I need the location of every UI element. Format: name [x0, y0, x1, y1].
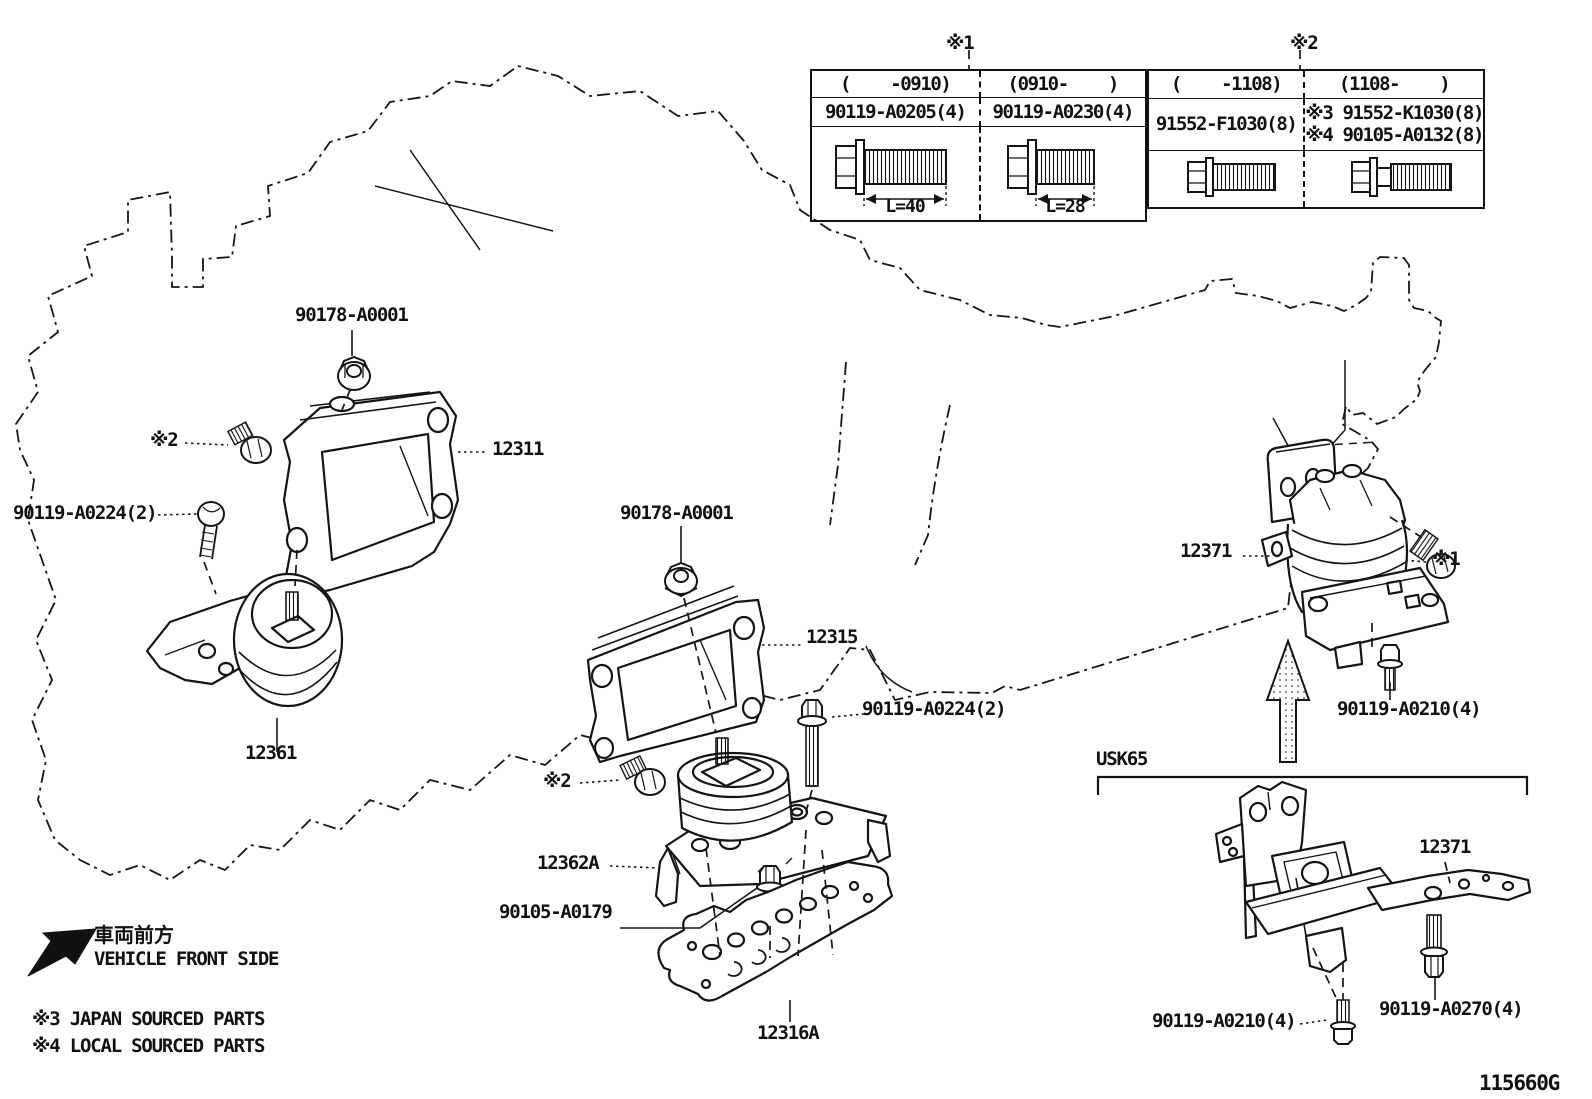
- note-japan-sourced: ※3 JAPAN SOURCED PARTS: [32, 1008, 265, 1030]
- part-label-90119-a0270-usk: 90119-A0270(4): [1379, 998, 1524, 1020]
- table1-part-col1: 90119-A0230(4): [978, 98, 1145, 127]
- table1-period-col0: ( -0910): [812, 71, 979, 98]
- plate-12316A-drawing: [657, 860, 894, 1002]
- insulator-12361-drawing: [145, 572, 344, 708]
- part-label-12371-rh: 12371: [1180, 540, 1232, 562]
- table1-period-col1: (0910- ): [978, 71, 1145, 98]
- part-label-12315: 12315: [806, 626, 858, 648]
- bolt-a0270-usk-drawing: [1420, 914, 1448, 978]
- screw-a0224-front-drawing: [197, 501, 225, 560]
- points-up-arrow-icon: [1265, 638, 1311, 763]
- part-label-12371-usk: 12371: [1419, 836, 1471, 858]
- part-label-12316A: 12316A: [757, 1022, 820, 1044]
- table1-ref-mark: ※1: [946, 32, 975, 54]
- table2-period-col1: (1108- ): [1303, 71, 1483, 99]
- table1-part-col0: 90119-A0205(4): [812, 98, 979, 127]
- usk65-bracket-line: [1096, 775, 1529, 795]
- part-label-90105-a0179: 90105-A0179: [499, 901, 613, 923]
- part-label-90178-front: 90178-A0001: [295, 304, 409, 326]
- variant-label-usk65: USK65: [1096, 748, 1148, 770]
- part-label-12311: 12311: [492, 438, 544, 460]
- vehicle-front-label-jp: 車両前方: [94, 923, 174, 947]
- note-local-sourced: ※4 LOCAL SOURCED PARTS: [32, 1035, 265, 1057]
- table2-part-col0: 91552-F1030(8): [1149, 99, 1304, 151]
- bolt-ref1-drawing: [1409, 528, 1456, 579]
- bolt-a0224-rear-drawing: [797, 699, 827, 787]
- table1-bolt-L28: [1007, 139, 1095, 195]
- mount-12371-usk65-drawing: [1214, 780, 1532, 974]
- diagram-code: 115660G: [1479, 1071, 1560, 1095]
- engine-outline: [15, 65, 1442, 882]
- bolt-a0210-usk-drawing: [1330, 999, 1356, 1045]
- part-label-90119-a0224-front: 90119-A0224(2): [13, 502, 158, 524]
- vehicle-front-label-en: VEHICLE FRONT SIDE: [94, 948, 280, 970]
- leader-lines: [157, 330, 1436, 1025]
- table1-dim-label-col0: L=40: [885, 196, 925, 217]
- nut-90178-front-drawing: [337, 355, 371, 391]
- table2-figure-col1: [1303, 151, 1483, 207]
- mount-12371-drawing: [1260, 438, 1450, 670]
- part-label-90119-a0210-usk: 90119-A0210(4): [1152, 1010, 1297, 1032]
- ref2-mark-rear: ※2: [543, 770, 572, 792]
- table2-bolt-right: [1351, 157, 1452, 197]
- part-label-12361: 12361: [245, 742, 297, 764]
- table1-figure-col1: [978, 127, 1146, 220]
- bolt-a0210-rh-drawing: [1377, 644, 1403, 691]
- part-label-90178-rear: 90178-A0001: [620, 502, 734, 524]
- assembly-dashed-lines: [203, 50, 1451, 1003]
- ref2-mark-front: ※2: [150, 429, 179, 451]
- table1-bolt-L40: [835, 139, 947, 195]
- insulator-12362A-drawing: [654, 737, 892, 908]
- part-label-12362A: 12362A: [537, 852, 600, 874]
- table2-ref-mark: ※2: [1290, 32, 1319, 54]
- bolt-spec-table-2: ( -1108) (1108- ) 91552-F1030(8) ※3 9155…: [1147, 69, 1485, 209]
- table2-period-col0: ( -1108): [1149, 71, 1304, 99]
- table2-part-col1: ※3 91552-K1030(8) ※4 90105-A0132(8): [1303, 99, 1484, 151]
- table2-part-col1-line1: ※3 91552-K1030(8): [1305, 102, 1484, 125]
- table2-part-col1-line2: ※4 90105-A0132(8): [1305, 124, 1484, 146]
- vehicle-front-arrow-icon: [27, 928, 97, 977]
- bracket-12311-drawing: [282, 390, 460, 598]
- part-label-90119-a0210-rh: 90119-A0210(4): [1337, 698, 1482, 720]
- bolt-ref2-front-drawing: [226, 421, 272, 464]
- part-label-90119-a0224-rear: 90119-A0224(2): [862, 698, 1007, 720]
- bracket-12315-drawing: [586, 585, 766, 764]
- table1-dim-label-col1: L=28: [1045, 196, 1085, 217]
- table2-bolt-left: [1187, 157, 1276, 197]
- table1-dim-L28: [1035, 186, 1095, 206]
- table2-figure-col0: [1149, 151, 1303, 207]
- table1-dim-L40: [863, 186, 947, 206]
- bolt-ref2-rear-drawing: [619, 754, 666, 796]
- ref1-mark: ※1: [1432, 548, 1461, 570]
- bolt-spec-table-1: ( -0910) (0910- ) 90119-A0205(4) 90119-A…: [810, 69, 1147, 222]
- engine-detail-lines: [374, 149, 1346, 693]
- nut-90178-rear-drawing: [664, 561, 698, 598]
